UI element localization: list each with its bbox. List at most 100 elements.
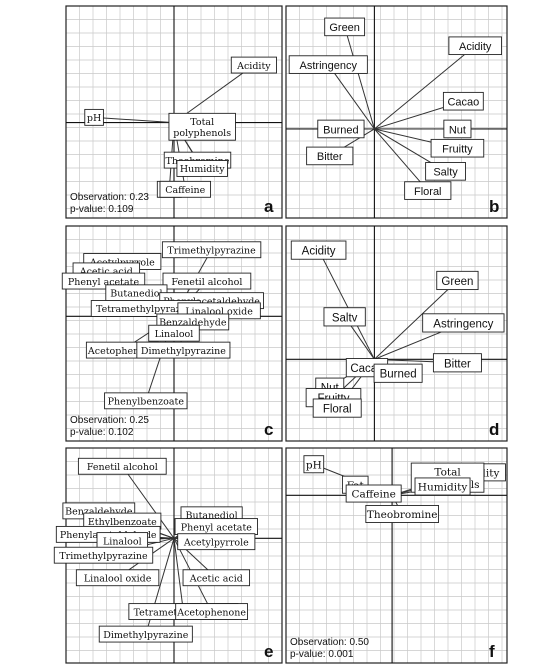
loading-arrow bbox=[122, 466, 175, 539]
variable-label: Green bbox=[324, 17, 366, 37]
variable-label-text: Acetic acid bbox=[79, 267, 133, 278]
variable-label: Linalool bbox=[148, 324, 200, 342]
variable-label: Theobromine bbox=[365, 504, 439, 523]
variable-label: Linalool oxide bbox=[75, 569, 160, 587]
panel-letter: b bbox=[489, 197, 499, 216]
variable-label-text: Phenylacetaldehyde bbox=[163, 296, 260, 307]
variable-label: Saltv bbox=[323, 307, 366, 327]
variable-label-text: Humidity bbox=[418, 482, 468, 494]
p-value-text: p-value: 0.109 bbox=[70, 204, 134, 215]
variable-label-text: Floral bbox=[414, 186, 442, 198]
loading-arrow bbox=[374, 280, 457, 360]
observation-text: Observation: 0.50 bbox=[290, 637, 369, 648]
variable-label: Trimethylpyrazine bbox=[53, 546, 154, 564]
variable-label: Floral bbox=[312, 398, 362, 418]
variable-label: Acetophenone bbox=[175, 603, 248, 620]
panel-letter: a bbox=[264, 197, 274, 216]
variable-label: Cacao bbox=[442, 91, 484, 111]
variable-label-text: Fenetil alcohol bbox=[87, 462, 158, 473]
variable-label-text: Acetylpyrrole bbox=[183, 537, 249, 548]
panel-frame bbox=[285, 225, 508, 442]
variable-label: Butanediol bbox=[105, 284, 168, 302]
variable-label: Phenyl acetate bbox=[174, 518, 258, 535]
loading-arrow bbox=[374, 46, 475, 130]
variable-label: Astringency bbox=[422, 313, 505, 333]
observation-text: Observation: 0.25 bbox=[70, 415, 149, 426]
variable-label-text: Linalool oxide bbox=[185, 307, 253, 318]
variable-label: Humidity bbox=[176, 160, 228, 177]
variable-label: pH bbox=[303, 455, 325, 474]
variable-label: Caffeine bbox=[345, 484, 402, 503]
variable-label-text: Linalool bbox=[155, 329, 194, 340]
variable-label-text: Trimethylpyrazine bbox=[167, 246, 256, 257]
variable-label-text: Phenyl acetate bbox=[68, 277, 140, 288]
variable-label-text: Acetophenone bbox=[87, 346, 157, 357]
variable-label: Dimethylpyrazine bbox=[136, 341, 231, 359]
variable-label: Humidity bbox=[414, 477, 471, 496]
variable-label-text: Total bbox=[190, 117, 214, 128]
panel-letter: f bbox=[489, 642, 495, 661]
variable-label-text: Floral bbox=[323, 404, 352, 416]
variable-label: Acidity bbox=[448, 36, 502, 56]
loading-arrow bbox=[328, 65, 375, 130]
variable-label-text: Phenyl acetate bbox=[181, 522, 253, 533]
variable-label-text: Acidity bbox=[459, 41, 492, 53]
variable-label: Floral bbox=[404, 181, 452, 200]
variable-label-text: Benzaldehyde bbox=[159, 318, 227, 329]
variable-label-text: Nut bbox=[449, 124, 466, 136]
variable-label-text: Cacao bbox=[447, 97, 479, 109]
variable-label-text: pH bbox=[306, 459, 322, 471]
variable-label-text: Astringency bbox=[433, 318, 493, 330]
variable-label-text: Butanediol bbox=[110, 289, 162, 300]
variable-label: Fenetil alcohol bbox=[77, 457, 167, 475]
variable-label: Bitter bbox=[306, 146, 354, 166]
variable-label: pH bbox=[84, 108, 104, 126]
variable-label: Acetic acid bbox=[182, 569, 251, 587]
variable-label-text: Green bbox=[329, 22, 360, 34]
variable-label: Phenylbenzoate bbox=[104, 392, 188, 410]
panel-f: pHAcidityTotalpolyphenolsFatHumidityCaff… bbox=[285, 447, 508, 664]
variable-label-text: Burned bbox=[323, 124, 358, 136]
panel-frame bbox=[285, 447, 508, 664]
variable-label: Acidity bbox=[230, 56, 277, 74]
variable-label-text: Bitter bbox=[317, 151, 343, 163]
variable-label-text: Salty bbox=[433, 167, 458, 179]
variable-label-text: Burned bbox=[380, 369, 417, 381]
variable-label-text: Total bbox=[434, 467, 461, 479]
variable-label: Burned bbox=[373, 363, 423, 383]
loading-arrow bbox=[319, 250, 375, 360]
variable-label: Linalool bbox=[96, 532, 149, 549]
variable-label-text: Acetophenone bbox=[176, 607, 246, 618]
variable-label-text: Astringency bbox=[300, 60, 358, 72]
variable-label-text: pH bbox=[87, 113, 101, 124]
variable-label-text: Ethylbenzoate bbox=[88, 517, 157, 528]
loading-arrow bbox=[173, 538, 183, 611]
variable-label-text: Dimethylpyrazine bbox=[103, 630, 188, 641]
variable-label: Salty bbox=[425, 162, 466, 181]
variable-label-text: Acetic acid bbox=[189, 574, 243, 585]
variable-label: Burned bbox=[317, 119, 365, 139]
p-value-text: p-value: 0.001 bbox=[290, 649, 354, 660]
variable-label: Nut bbox=[443, 119, 472, 139]
p-value-text: p-value: 0.102 bbox=[70, 427, 134, 438]
panel-letter: d bbox=[489, 420, 499, 439]
variable-label-text: Green bbox=[441, 276, 473, 288]
loading-arrow bbox=[345, 27, 375, 130]
variable-label: Fruitty bbox=[430, 138, 485, 158]
variable-label: Dimethylpyrazine bbox=[98, 625, 193, 643]
variable-label-text: Humidity bbox=[180, 164, 225, 175]
variable-label-text: Dimethylpyrazine bbox=[141, 346, 226, 357]
variable-label-text: Linalool oxide bbox=[84, 574, 152, 585]
variable-label-text: Theobromine bbox=[367, 509, 438, 521]
variable-label-text: polyphenols bbox=[173, 128, 231, 139]
variable-label: Green bbox=[436, 270, 479, 291]
variable-label-text: Caffeine bbox=[165, 185, 205, 196]
variable-label-text: Fruitty bbox=[442, 144, 473, 156]
panel-letter: c bbox=[264, 420, 273, 439]
variable-label-text: Acidity bbox=[236, 61, 271, 72]
variable-label-text: Acidity bbox=[302, 246, 336, 258]
